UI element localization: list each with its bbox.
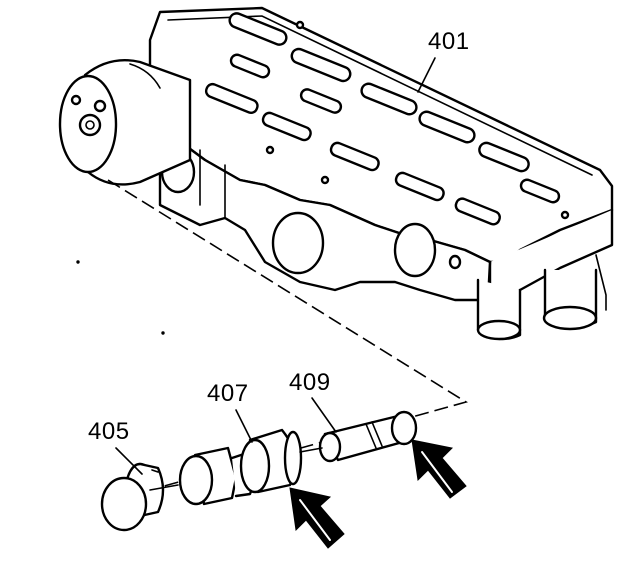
leader-line-405 (115, 447, 143, 475)
valve-spool-407 (149, 428, 303, 506)
speck (161, 331, 165, 335)
callout-407: 407 (207, 380, 249, 407)
leader-line-401 (417, 57, 436, 93)
alignment-dashed-line (107, 179, 468, 491)
callout-401: 401 (428, 28, 470, 55)
end-plug (100, 462, 165, 532)
direction-arrow (289, 487, 345, 549)
callout-405: 405 (88, 418, 130, 445)
direction-arrow (411, 439, 467, 499)
valve-body-illustration (148, 6, 614, 341)
speck (76, 260, 80, 264)
callout-409: 409 (289, 369, 331, 396)
leader-line-407 (235, 409, 253, 443)
solenoid-body (58, 58, 192, 186)
valve-spool-409 (299, 410, 418, 463)
leader-line-409 (311, 397, 337, 433)
